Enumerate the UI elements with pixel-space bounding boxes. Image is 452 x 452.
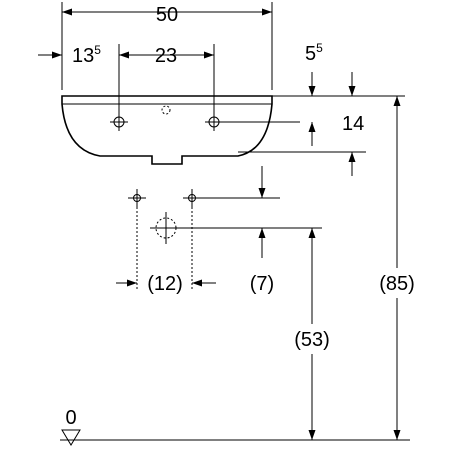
tap-hole-left [110, 113, 128, 131]
dimension-supply-spacing: (12) [116, 207, 216, 295]
label-overall-height: (85) [379, 273, 415, 295]
label-waste-height: (53) [294, 329, 330, 351]
dimension-right-offset: 55 [305, 41, 356, 96]
dimension-bowl-depth: 14 [308, 113, 364, 176]
floor-reference: 0 [60, 407, 410, 446]
label-bowl-depth: 14 [342, 113, 364, 135]
label-right-offset: 55 [305, 41, 323, 65]
supply-marker-right [183, 189, 201, 207]
dimension-overall-width: 50 [61, 2, 273, 90]
supply-marker-left [128, 189, 146, 207]
label-floor-level: 0 [65, 407, 76, 429]
tap-hole-right [205, 113, 223, 131]
label-supply-spacing: (12) [147, 273, 183, 295]
basin-outline [61, 95, 273, 165]
label-left-offset: 135 [72, 43, 101, 67]
dimension-waste-height: (53) [286, 228, 338, 440]
dimension-supply-offset: (7) [176, 166, 322, 295]
label-tap-spacing: 23 [155, 45, 177, 67]
level-triangle-icon [61, 429, 81, 446]
label-overall-width: 50 [156, 4, 178, 26]
dimension-overall-height: (85) [371, 96, 423, 440]
label-supply-offset: (7) [250, 273, 274, 295]
overflow-hole [161, 105, 171, 115]
dimension-tap-row: 135 23 [38, 43, 215, 113]
